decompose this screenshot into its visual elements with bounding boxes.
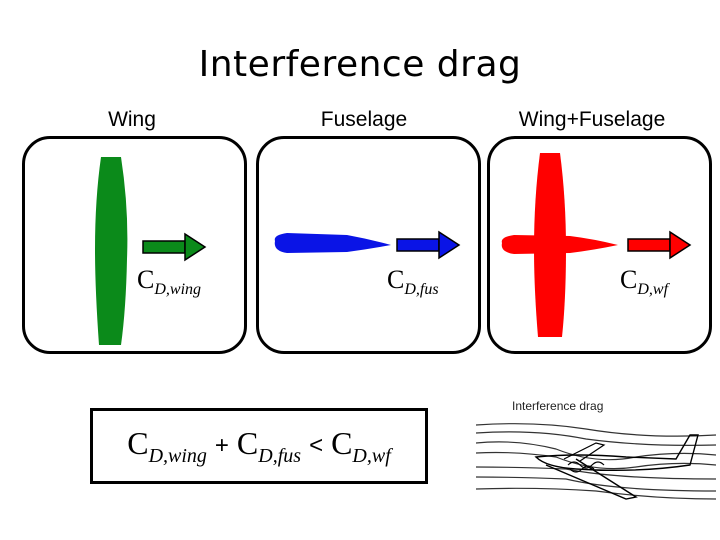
eq-less-than: < <box>309 432 324 459</box>
eq-term-wf: CD,wf <box>331 424 391 467</box>
drag-inequality: CD,wing + CD,fus < CD,wf <box>90 408 428 484</box>
eq-term-fus: CD,fus <box>236 424 302 467</box>
fuselage-drag-coefficient: CD,fus <box>387 265 439 298</box>
eq-term-wing: CD,wing <box>127 424 207 467</box>
fuselage-panel: CD,fus <box>256 136 481 354</box>
sketch-title: Interference drag <box>512 399 604 413</box>
streamline-sketch: Interference drag <box>475 395 717 505</box>
fuselage-diagram <box>274 230 461 260</box>
fuselage-shape <box>274 233 391 253</box>
wf-fuselage-shape <box>501 235 618 254</box>
wing-fuselage-diagram <box>501 153 692 337</box>
airplane-streamline-illustration <box>475 423 717 500</box>
wing-fuselage-panel: CD,wf <box>487 136 712 354</box>
wing-drag-arrow <box>142 232 207 262</box>
page-title: Interference drag <box>198 44 522 85</box>
fuselage-drag-arrow <box>396 230 461 260</box>
wing-diagram <box>95 157 207 345</box>
wing-shape <box>95 157 128 345</box>
wing-fuselage-column-label: Wing+Fuselage <box>518 108 666 131</box>
eq-plus: + <box>214 432 229 459</box>
fuselage-column-label: Fuselage <box>320 108 408 131</box>
wing-column-label: Wing <box>108 108 156 131</box>
wing-drag-coefficient: CD,wing <box>137 265 202 298</box>
wing-panel: CD,wing <box>22 136 247 354</box>
wf-drag-coefficient: CD,wf <box>620 265 669 298</box>
wf-drag-arrow <box>627 230 692 260</box>
